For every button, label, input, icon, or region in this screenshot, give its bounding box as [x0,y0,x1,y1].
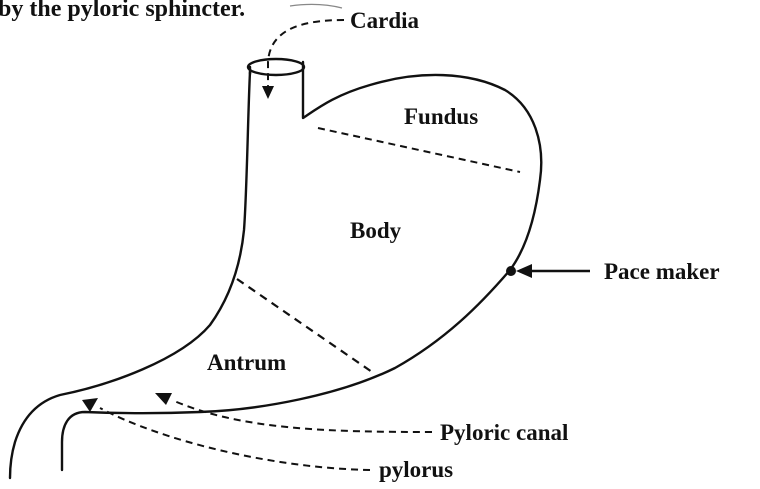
label-cardia: Cardia [350,8,420,33]
cardia-pointer-line [268,20,344,88]
label-antrum: Antrum [207,350,286,375]
fundus-boundary-dashed [318,128,520,172]
pacemaker-dot [506,266,516,276]
label-body: Body [350,218,402,243]
label-fundus: Fundus [404,104,478,129]
esophagus-opening [248,59,304,75]
pacemaker-arrowhead [516,264,532,278]
pyloric-canal-arrowhead [155,393,172,405]
stomach-outer-curve [10,72,250,478]
pyloric-canal-pointer-line [172,400,432,432]
label-pyloric-canal: Pyloric canal [440,420,568,445]
label-pacemaker: Pace maker [604,259,720,284]
pylorus-arrowhead [82,398,98,412]
pylorus-pointer-line [100,408,370,470]
header-caption-fragment: by the pyloric sphincter. [0,0,245,22]
cardia-arrowhead [262,86,274,99]
header-strike-mark [290,4,342,8]
label-pylorus: pylorus [379,457,453,482]
